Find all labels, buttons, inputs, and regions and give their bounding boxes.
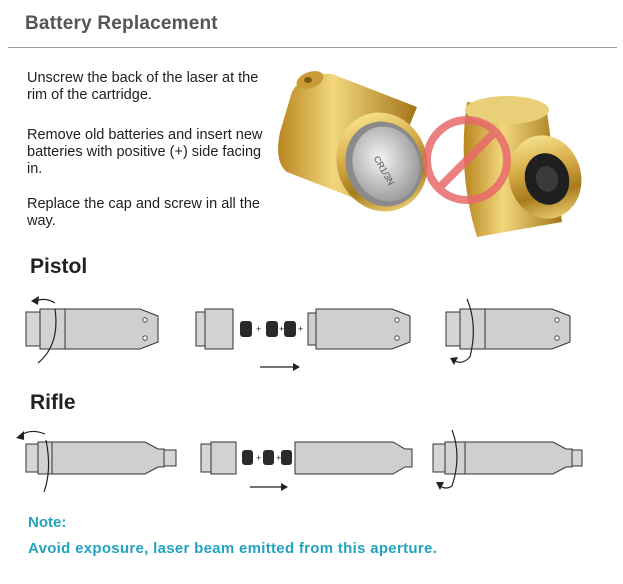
prohibited-sign-icon: [423, 116, 511, 204]
battery-plus-2: +: [279, 324, 284, 334]
pistol-diagram: + + +: [25, 296, 571, 371]
instruction-step-3: Replace the cap and screw in all the way…: [27, 196, 260, 229]
page-title: Battery Replacement: [25, 13, 218, 34]
section-heading-rifle: Rifle: [30, 391, 76, 414]
rifle-battery-plus-2: +: [276, 453, 281, 463]
cartridge-photo: CR1/3N: [278, 71, 582, 237]
pistol-cartridge-exploded-icon: [195, 308, 411, 371]
section-heading-pistol: Pistol: [30, 255, 88, 278]
rifle-cartridge-closed-icon: [16, 430, 177, 493]
instruction-step-2: Remove old batteries and insert new batt…: [27, 127, 263, 177]
pistol-cartridge-reassembled-icon: [445, 298, 571, 365]
title-divider: [8, 47, 617, 48]
battery-plus-1: +: [256, 324, 261, 334]
note-text: Avoid exposure, laser beam emitted from …: [28, 540, 438, 557]
rifle-diagram: + +: [16, 429, 583, 493]
pistol-cartridge-closed-icon: [25, 296, 159, 364]
rifle-cartridge-reassembled-icon: [432, 429, 583, 490]
rifle-battery-plus-1: +: [256, 453, 261, 463]
note-label: Note:: [28, 514, 67, 531]
open-cartridge-icon: CR1/3N: [278, 71, 428, 212]
battery-plus-3: +: [298, 324, 303, 334]
instruction-step-1: Unscrew the back of the laser at the rim…: [27, 70, 259, 103]
cartridge-cap-icon: [463, 96, 582, 237]
rifle-cartridge-exploded-icon: [200, 441, 413, 491]
